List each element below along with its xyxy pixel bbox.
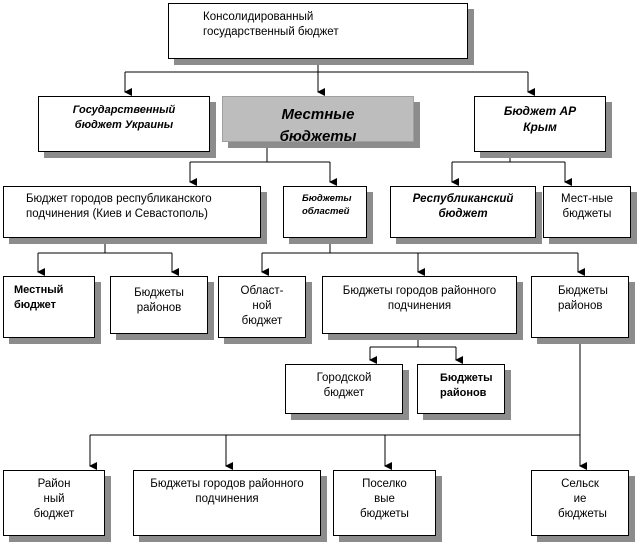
consolidated-budget-box: Консолидированный государственный бюджет xyxy=(168,3,468,59)
local-budget-box: Местный бюджет xyxy=(3,276,95,338)
district-budget-label: Район ный бюджет xyxy=(33,478,75,520)
cities-district-1-label: Бюджеты городов районного подчинения xyxy=(342,285,497,312)
ar-budget-box: Бюджет АР Крым xyxy=(474,96,606,152)
district-budgets-3-box: Бюджеты районов xyxy=(417,364,505,414)
district-budgets-1-label: Бюджеты районов xyxy=(134,287,184,314)
local-budget-label: Местный бюджет xyxy=(14,284,64,311)
district-budgets-3-label: Бюджеты районов xyxy=(440,372,493,399)
oblast-budget-box: Област-ной бюджет xyxy=(218,276,306,338)
district-budgets-2-label: Бюджеты районов xyxy=(558,285,608,312)
oblast-budget-label: Област-ной бюджет xyxy=(240,285,284,327)
city-budget-box: Городской бюджет xyxy=(285,364,403,414)
local-budgets-box: Местные бюджеты xyxy=(222,96,414,142)
ar-budget-label: Бюджет АР Крым xyxy=(503,104,577,134)
district-budget-box: Район ный бюджет xyxy=(3,470,105,536)
oblast-budgets-label: Бюджеты областей xyxy=(302,193,352,217)
settlement-budgets-box: Поселко вые бюджеты xyxy=(333,470,436,536)
cities-republican-box: Бюджет городов республиканского подчинен… xyxy=(3,186,261,238)
district-budgets-2-box: Бюджеты районов xyxy=(531,276,629,338)
rural-budgets-label: Сельск ие бюджеты xyxy=(558,478,607,520)
state-budget-label: Государственный бюджет Украины xyxy=(72,104,176,131)
republican-budget-box: Республиканский бюджет xyxy=(390,186,536,238)
settlement-budgets-label: Поселко вые бюджеты xyxy=(360,478,409,520)
local-budgets-2-label: Мест-ные бюджеты xyxy=(561,193,613,220)
cities-district-2-box: Бюджеты городов районного подчинения xyxy=(133,470,321,536)
local-budgets-label: Местные бюджеты xyxy=(279,106,357,142)
state-budget-box: Государственный бюджет Украины xyxy=(38,96,210,152)
republican-budget-label: Республиканский бюджет xyxy=(412,193,514,220)
cities-republican-label: Бюджет городов республиканского подчинен… xyxy=(26,193,212,220)
city-budget-label: Городской бюджет xyxy=(316,372,372,399)
rural-budgets-box: Сельск ие бюджеты xyxy=(531,470,629,536)
oblast-budgets-box: Бюджеты областей xyxy=(283,186,367,238)
district-budgets-1-box: Бюджеты районов xyxy=(110,276,208,334)
local-budgets-2-box: Мест-ные бюджеты xyxy=(543,186,631,238)
consolidated-budget-label: Консолидированный государственный бюджет xyxy=(203,11,339,38)
cities-district-2-label: Бюджеты городов районного подчинения xyxy=(150,478,304,505)
cities-district-1-box: Бюджеты городов районного подчинения xyxy=(322,276,517,334)
